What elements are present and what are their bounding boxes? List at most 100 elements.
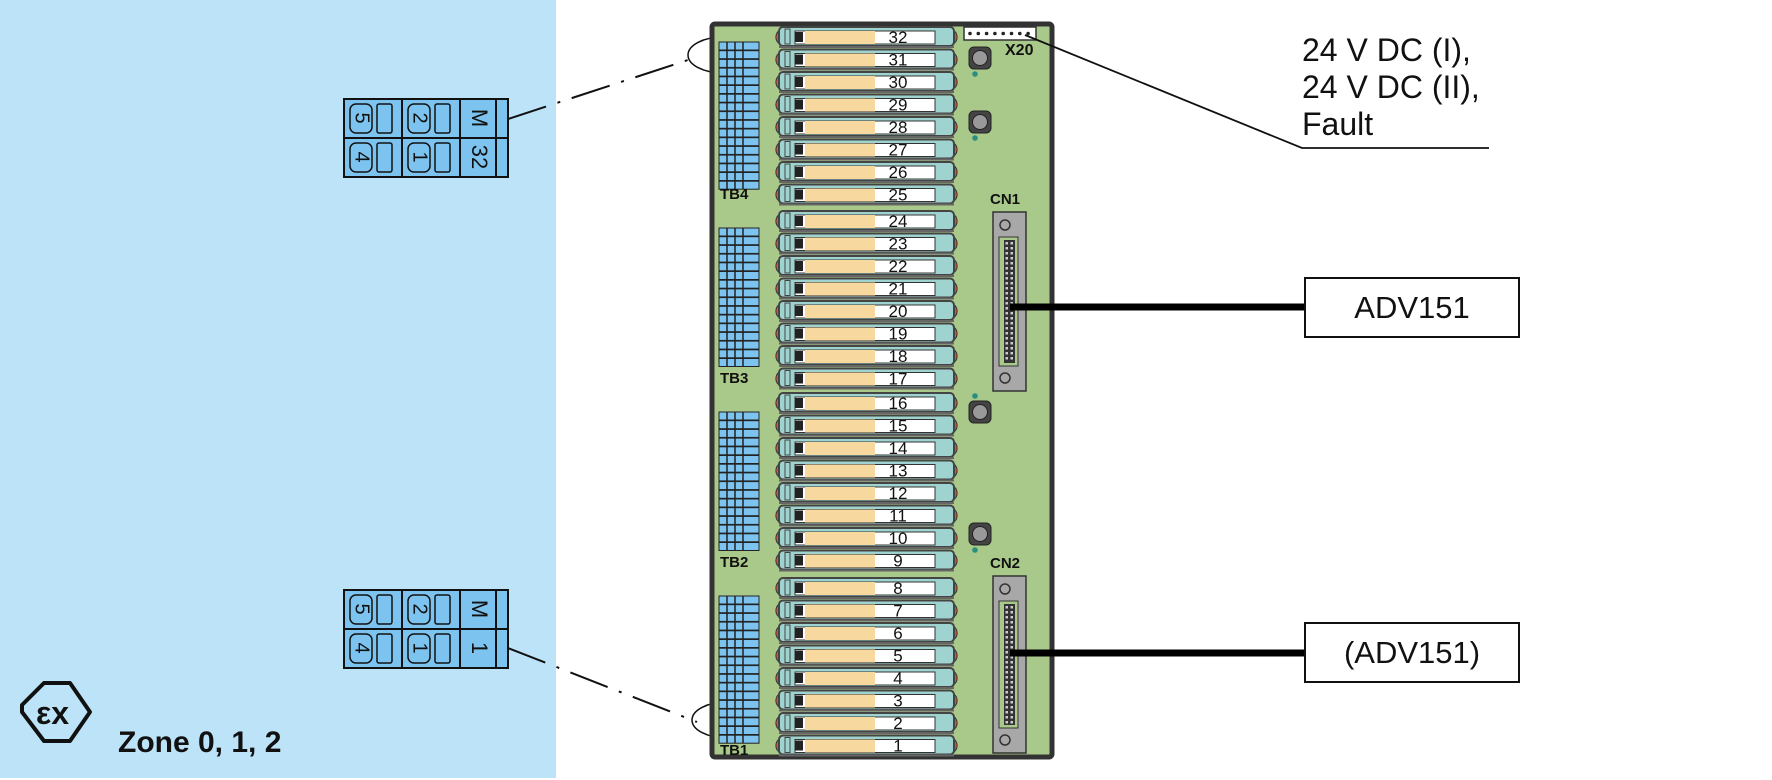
- terminal-cell: [718, 253, 760, 263]
- pin: [1005, 656, 1008, 659]
- relay-tag: [795, 216, 803, 226]
- terminal-cell: [718, 137, 760, 147]
- relay-label-strip: [805, 397, 875, 410]
- terminal-screw: [407, 142, 431, 173]
- pin: [1010, 332, 1013, 335]
- terminal-label: 1: [467, 642, 492, 654]
- relay-channel-4: 4: [775, 667, 958, 689]
- terminal-block-label-tb2: TB2: [720, 554, 748, 571]
- relay-tag: [795, 189, 803, 200]
- terminal-cell: [718, 128, 760, 138]
- terminal-cell: [718, 41, 760, 51]
- relay-latch: [784, 602, 791, 618]
- x20-pin: [968, 31, 972, 36]
- relay-channel-13: 13: [775, 459, 958, 482]
- terminal-cell: [718, 288, 760, 298]
- leader-line-ch32: [507, 57, 695, 120]
- pin: [1005, 297, 1008, 300]
- relay-label-strip: [805, 649, 875, 663]
- channel-number: 16: [889, 394, 908, 413]
- relay-latch: [784, 257, 791, 274]
- terminal-number: 1: [409, 642, 431, 653]
- pin: [1010, 656, 1013, 659]
- connector-cn2-screw-top: [999, 583, 1011, 595]
- relay-latch: [784, 737, 791, 753]
- terminal-label: M: [467, 600, 492, 618]
- terminal-slot: [434, 633, 451, 664]
- ex-hazard-icon: εx: [20, 681, 92, 743]
- pin: [1010, 611, 1013, 614]
- pin: [1005, 287, 1008, 290]
- zone-label: Zone 0, 1, 2: [118, 726, 282, 759]
- pin: [1010, 342, 1013, 345]
- pot-led: [972, 547, 978, 553]
- terminal-cell: [718, 93, 760, 103]
- terminal-strip-TB3: [718, 227, 760, 367]
- terminal-cell: [718, 236, 760, 246]
- channel-number: 26: [889, 163, 908, 182]
- terminal-number: 2: [409, 603, 431, 614]
- relay-channel-7: 7: [775, 599, 958, 622]
- terminal-label: M: [467, 109, 492, 127]
- terminal-cell: [718, 533, 760, 543]
- channel-number: 2: [893, 714, 902, 733]
- relay-tag: [795, 32, 803, 42]
- terminal-label: 32: [467, 145, 492, 169]
- channel-number: 9: [893, 552, 902, 571]
- channel-number: 31: [889, 51, 908, 70]
- connector-cn2: CN2: [990, 555, 1027, 754]
- terminal-cell: [718, 163, 760, 173]
- terminal-cell: [718, 76, 760, 86]
- x20-pin: [1026, 31, 1030, 36]
- relay-channel-11: 11: [775, 504, 958, 527]
- connector-cn1-screw-bottom: [999, 372, 1011, 384]
- terminal-block-label-tb3: TB3: [720, 370, 748, 387]
- terminal-cell: [718, 58, 760, 68]
- relay-latch: [784, 347, 791, 364]
- relay-latch: [784, 212, 791, 229]
- terminal-cell: [718, 734, 760, 744]
- terminal-cell: [718, 455, 760, 464]
- relay-tag: [795, 238, 803, 249]
- terminal-cell: [718, 119, 760, 129]
- x20-pin: [1001, 31, 1005, 36]
- terminal-slot: [376, 103, 393, 134]
- terminal-strip-TB4: [718, 41, 760, 190]
- relay-tag: [795, 373, 803, 384]
- terminal-cell: [718, 50, 760, 60]
- pin: [1010, 621, 1013, 624]
- channel-number: 19: [889, 325, 908, 344]
- terminal-screw: [349, 633, 373, 664]
- connector-x20: [963, 26, 1037, 41]
- relay-latch: [784, 370, 791, 386]
- x20-pin: [984, 31, 989, 36]
- pot-knob: [972, 114, 988, 130]
- relay-latch: [784, 28, 791, 45]
- relay-label-strip: [805, 464, 875, 478]
- pin: [1010, 352, 1013, 355]
- connector-cn2-label: CN2: [990, 555, 1020, 572]
- pin: [1010, 257, 1013, 260]
- pin: [1005, 252, 1008, 255]
- pin: [1005, 626, 1008, 629]
- relay-tag: [795, 718, 803, 728]
- relay-label-strip: [805, 31, 875, 44]
- relay-label-strip: [805, 694, 875, 708]
- relay-latch: [784, 417, 791, 433]
- channel-number: 17: [889, 370, 908, 389]
- pin: [1010, 252, 1013, 255]
- relay-label-strip: [805, 260, 875, 273]
- channel-number: 15: [889, 417, 908, 436]
- pin: [1010, 616, 1013, 619]
- pin: [1010, 671, 1013, 674]
- pin: [1005, 302, 1008, 305]
- relay-tag: [795, 650, 803, 661]
- pin: [1005, 327, 1008, 330]
- terminal-slot: [434, 594, 451, 625]
- relay-tag: [795, 510, 803, 521]
- pin: [1005, 611, 1008, 614]
